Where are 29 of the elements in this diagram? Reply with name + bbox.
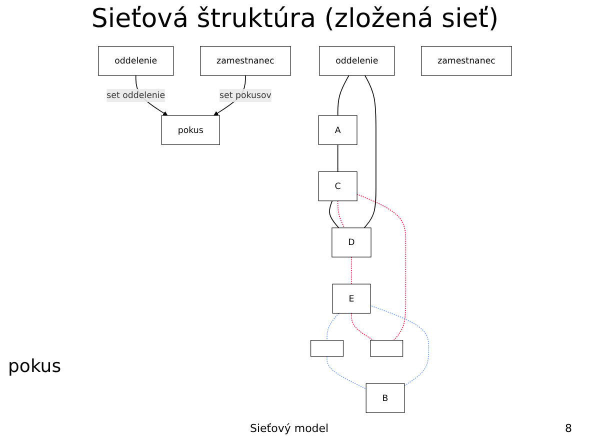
edge-label: set pokusov — [220, 90, 272, 100]
title: Sieťová štruktúra (zložená sieť) — [90, 4, 500, 34]
edge-label: set oddelenie — [106, 90, 166, 100]
node-box: oddelenie — [319, 46, 395, 76]
row-label: pokus — [8, 356, 62, 377]
connector — [337, 75, 350, 116]
connector — [337, 144, 338, 172]
node-box: oddelenie — [98, 46, 174, 76]
page-number: 8 — [565, 422, 572, 435]
node-box: E — [332, 284, 371, 314]
connector — [351, 312, 374, 341]
footer-text: Sieťový model — [250, 422, 329, 435]
connector — [326, 312, 340, 341]
node-box: B — [366, 383, 405, 413]
connector — [351, 256, 352, 284]
node-box: C — [318, 171, 358, 202]
node-box: A — [318, 115, 358, 145]
node-box: zamestnanec — [200, 46, 291, 76]
connector — [337, 200, 345, 228]
connector — [370, 305, 430, 386]
connector — [364, 75, 376, 228]
connector — [326, 356, 366, 390]
connector — [329, 200, 340, 228]
node-box: D — [332, 228, 372, 258]
node-box — [310, 340, 344, 357]
node-box: pokus — [161, 115, 220, 145]
connector — [356, 194, 406, 341]
node-box: zamestnanec — [421, 46, 512, 76]
node-box — [370, 340, 404, 357]
